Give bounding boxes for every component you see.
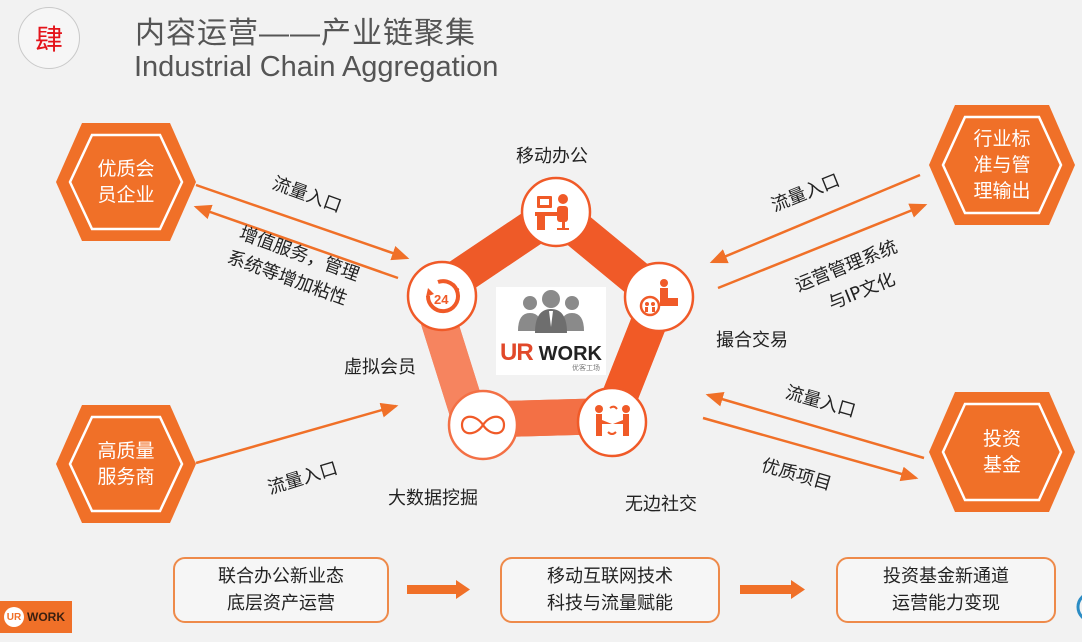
people-group-icon [518, 290, 584, 333]
arrow-br-to-center [705, 392, 925, 460]
arrow-center-to-tr [717, 203, 928, 290]
business-deal-icon [639, 279, 678, 317]
center-brand-work: WORK [538, 343, 602, 365]
node-label-top: 移动办公 [516, 146, 588, 167]
bottom-box-1-line2: 底层资产运营 [227, 593, 335, 614]
node-label-bottom-right: 无边社交 [625, 494, 697, 515]
office-desk-icon [535, 194, 569, 230]
hexagon-label-top-left: 优质会 员企业 [70, 152, 182, 212]
hexagon-bottom-right [929, 392, 1075, 512]
bottom-box-3-line2: 运营能力变现 [892, 593, 1000, 614]
hexagon-label-bottom-right: 投资 基金 [943, 422, 1061, 482]
page-title-cn: 内容运营——产业链聚集 [135, 17, 476, 50]
hex-bl-line1: 高质量 [97, 440, 155, 462]
hexagon-label-bottom-left: 高质量 服务商 [70, 434, 182, 494]
center-brand-sub: 优客工场 [572, 364, 600, 372]
footer-logo-ur: UR [4, 607, 24, 627]
arrow-bl-to-center [195, 402, 399, 465]
node-circle-bottom-right [576, 386, 648, 458]
hex-tr-line2: 准与管 [973, 154, 1031, 176]
hexagon-top-left [56, 123, 196, 241]
social-exchange-icon [595, 405, 630, 436]
node-circle-right [623, 261, 695, 333]
page-title-en: Industrial Chain Aggregation [134, 51, 499, 83]
node-circle-left [406, 260, 478, 332]
section-number-badge: 肆 [18, 7, 80, 69]
footer-logo-work: WORK [27, 610, 65, 624]
bottom-box-2-line2: 科技与流量赋能 [547, 593, 673, 614]
bottom-flow-box-1: 联合办公新业态 底层资产运营 [173, 557, 389, 623]
center-brand: UR WORK [500, 339, 602, 367]
center-logo: UR WORK 优客工场 [496, 287, 606, 375]
hexagon-top-right [929, 105, 1075, 225]
arrow-center-to-tl [193, 204, 399, 280]
node-label-left: 虚拟会员 [344, 357, 416, 378]
partial-nav-icon [1076, 595, 1082, 619]
arrow-tr-to-center [709, 173, 921, 264]
clock-24-icon: 24 [425, 279, 460, 314]
hexagon-label-top-right: 行业标 准与管 理输出 [943, 124, 1061, 206]
bottom-flow-box-2: 移动互联网技术 科技与流量赋能 [500, 557, 720, 623]
hex-bl-line2: 服务商 [97, 466, 155, 488]
footer-logo: UR WORK [0, 601, 72, 633]
connection-arrows [193, 173, 928, 482]
hex-br-line1: 投资 [982, 428, 1021, 450]
node-label-right: 撮合交易 [716, 330, 788, 351]
bottom-box-2-line1: 移动互联网技术 [547, 566, 673, 587]
svg-text:24: 24 [434, 292, 449, 307]
bottom-flow-arrows [407, 580, 805, 599]
hex-tr-line3: 理输出 [973, 180, 1031, 202]
hex-br-line2: 基金 [982, 454, 1021, 476]
hex-tr-line1: 行业标 [973, 128, 1031, 150]
center-brand-ur: UR [500, 339, 534, 366]
arrow-center-to-br [702, 416, 919, 482]
hex-tl-line1: 优质会 [97, 158, 155, 180]
bottom-flow-box-3: 投资基金新通道 运营能力变现 [836, 557, 1056, 623]
arrow-tl-to-center [195, 183, 410, 261]
bottom-box-1-line1: 联合办公新业态 [218, 566, 344, 587]
infinity-icon [460, 415, 506, 435]
bottom-box-3-line1: 投资基金新通道 [883, 566, 1009, 587]
hexagon-bottom-left [56, 405, 196, 523]
node-label-bottom-left: 大数据挖掘 [388, 488, 478, 509]
hex-tl-line2: 员企业 [97, 184, 155, 206]
